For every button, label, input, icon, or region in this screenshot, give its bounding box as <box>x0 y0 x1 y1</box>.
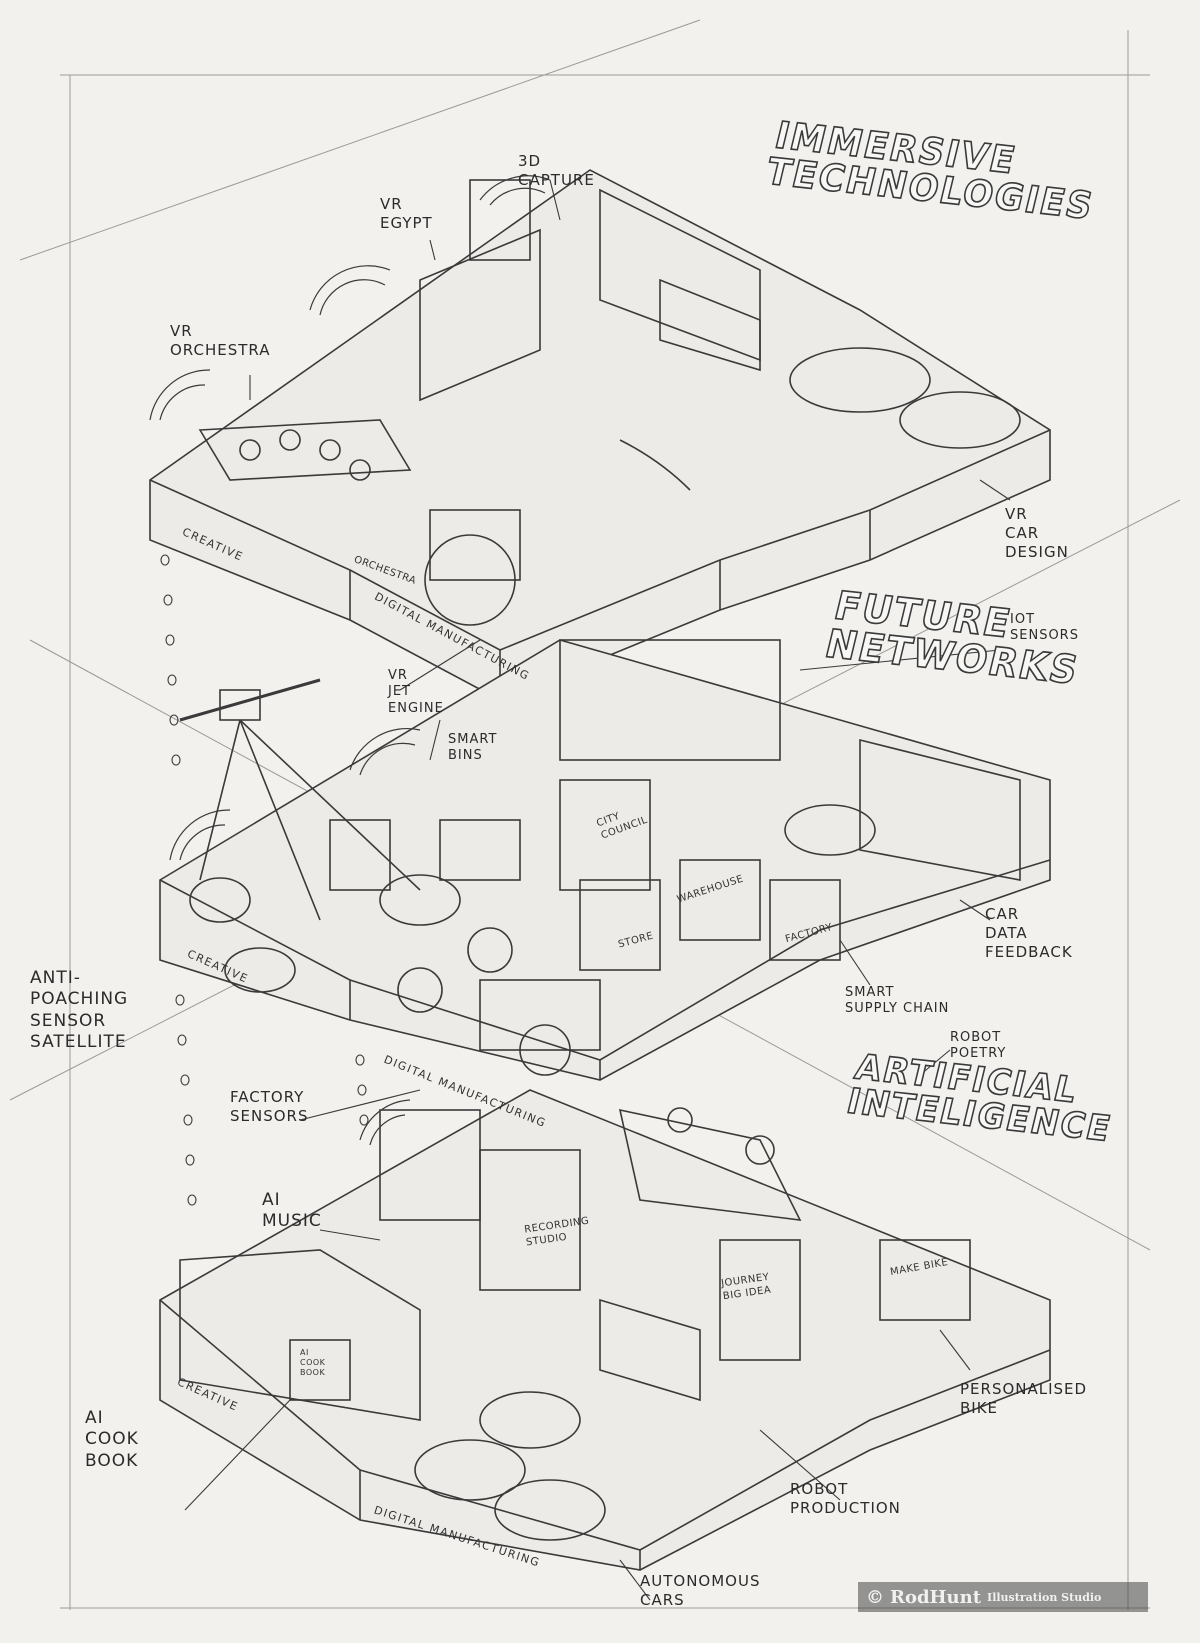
label-vr-egypt: VR EGYPT <box>380 195 433 232</box>
label-factory-sensors: FACTORY SENSORS <box>230 1088 309 1125</box>
label-anti-poaching-sensor-satellite: ANTI- POACHING SENSOR SATELLITE <box>30 968 129 1052</box>
label-vr-jet-engine: VR JET ENGINE <box>388 668 444 716</box>
label-autonomous-cars: AUTONOMOUS CARS <box>640 1572 761 1609</box>
wifi-arcs-middle <box>169 727 421 861</box>
label-personalised-bike: PERSONALISED BIKE <box>960 1380 1088 1417</box>
watermark-name: RodHunt <box>890 1586 982 1608</box>
label-vr-orchestra: VR ORCHESTRA <box>170 322 271 359</box>
label-smart-supply-chain: SMART SUPPLY CHAIN <box>845 985 950 1017</box>
sign-ai-cook-book: AI COOK BOOK <box>300 1348 326 1377</box>
label-robot-production: ROBOT PRODUCTION <box>790 1480 901 1517</box>
label-iot-sensors: IoT SENSORS <box>1010 612 1079 644</box>
studio-watermark: © RodHunt Illustration Studio <box>858 1582 1148 1612</box>
label-ai-music: AI MUSIC <box>262 1190 322 1232</box>
label-3d-capture: 3D CAPTURE <box>518 152 595 189</box>
signal-column <box>160 554 369 1206</box>
label-vr-car-design: VR CAR DESIGN <box>1005 505 1069 561</box>
label-car-data-feedback: CAR DATA FEEDBACK <box>985 905 1073 961</box>
label-robot-poetry: ROBOT POETRY <box>950 1030 1007 1062</box>
copyright-symbol: © <box>866 1586 884 1608</box>
label-smart-bins: SMART BINS <box>448 732 498 764</box>
platform-networks <box>159 639 1051 1081</box>
label-ai-cook-book: AI COOK BOOK <box>85 1408 139 1471</box>
watermark-subtitle: Illustration Studio <box>987 1590 1102 1604</box>
leader-lines <box>184 179 1011 1601</box>
wifi-arcs-bottom <box>359 1099 411 1146</box>
platform-immersive <box>149 169 1051 701</box>
wifi-arcs-top <box>149 175 551 421</box>
platform-ai <box>159 1089 1051 1571</box>
